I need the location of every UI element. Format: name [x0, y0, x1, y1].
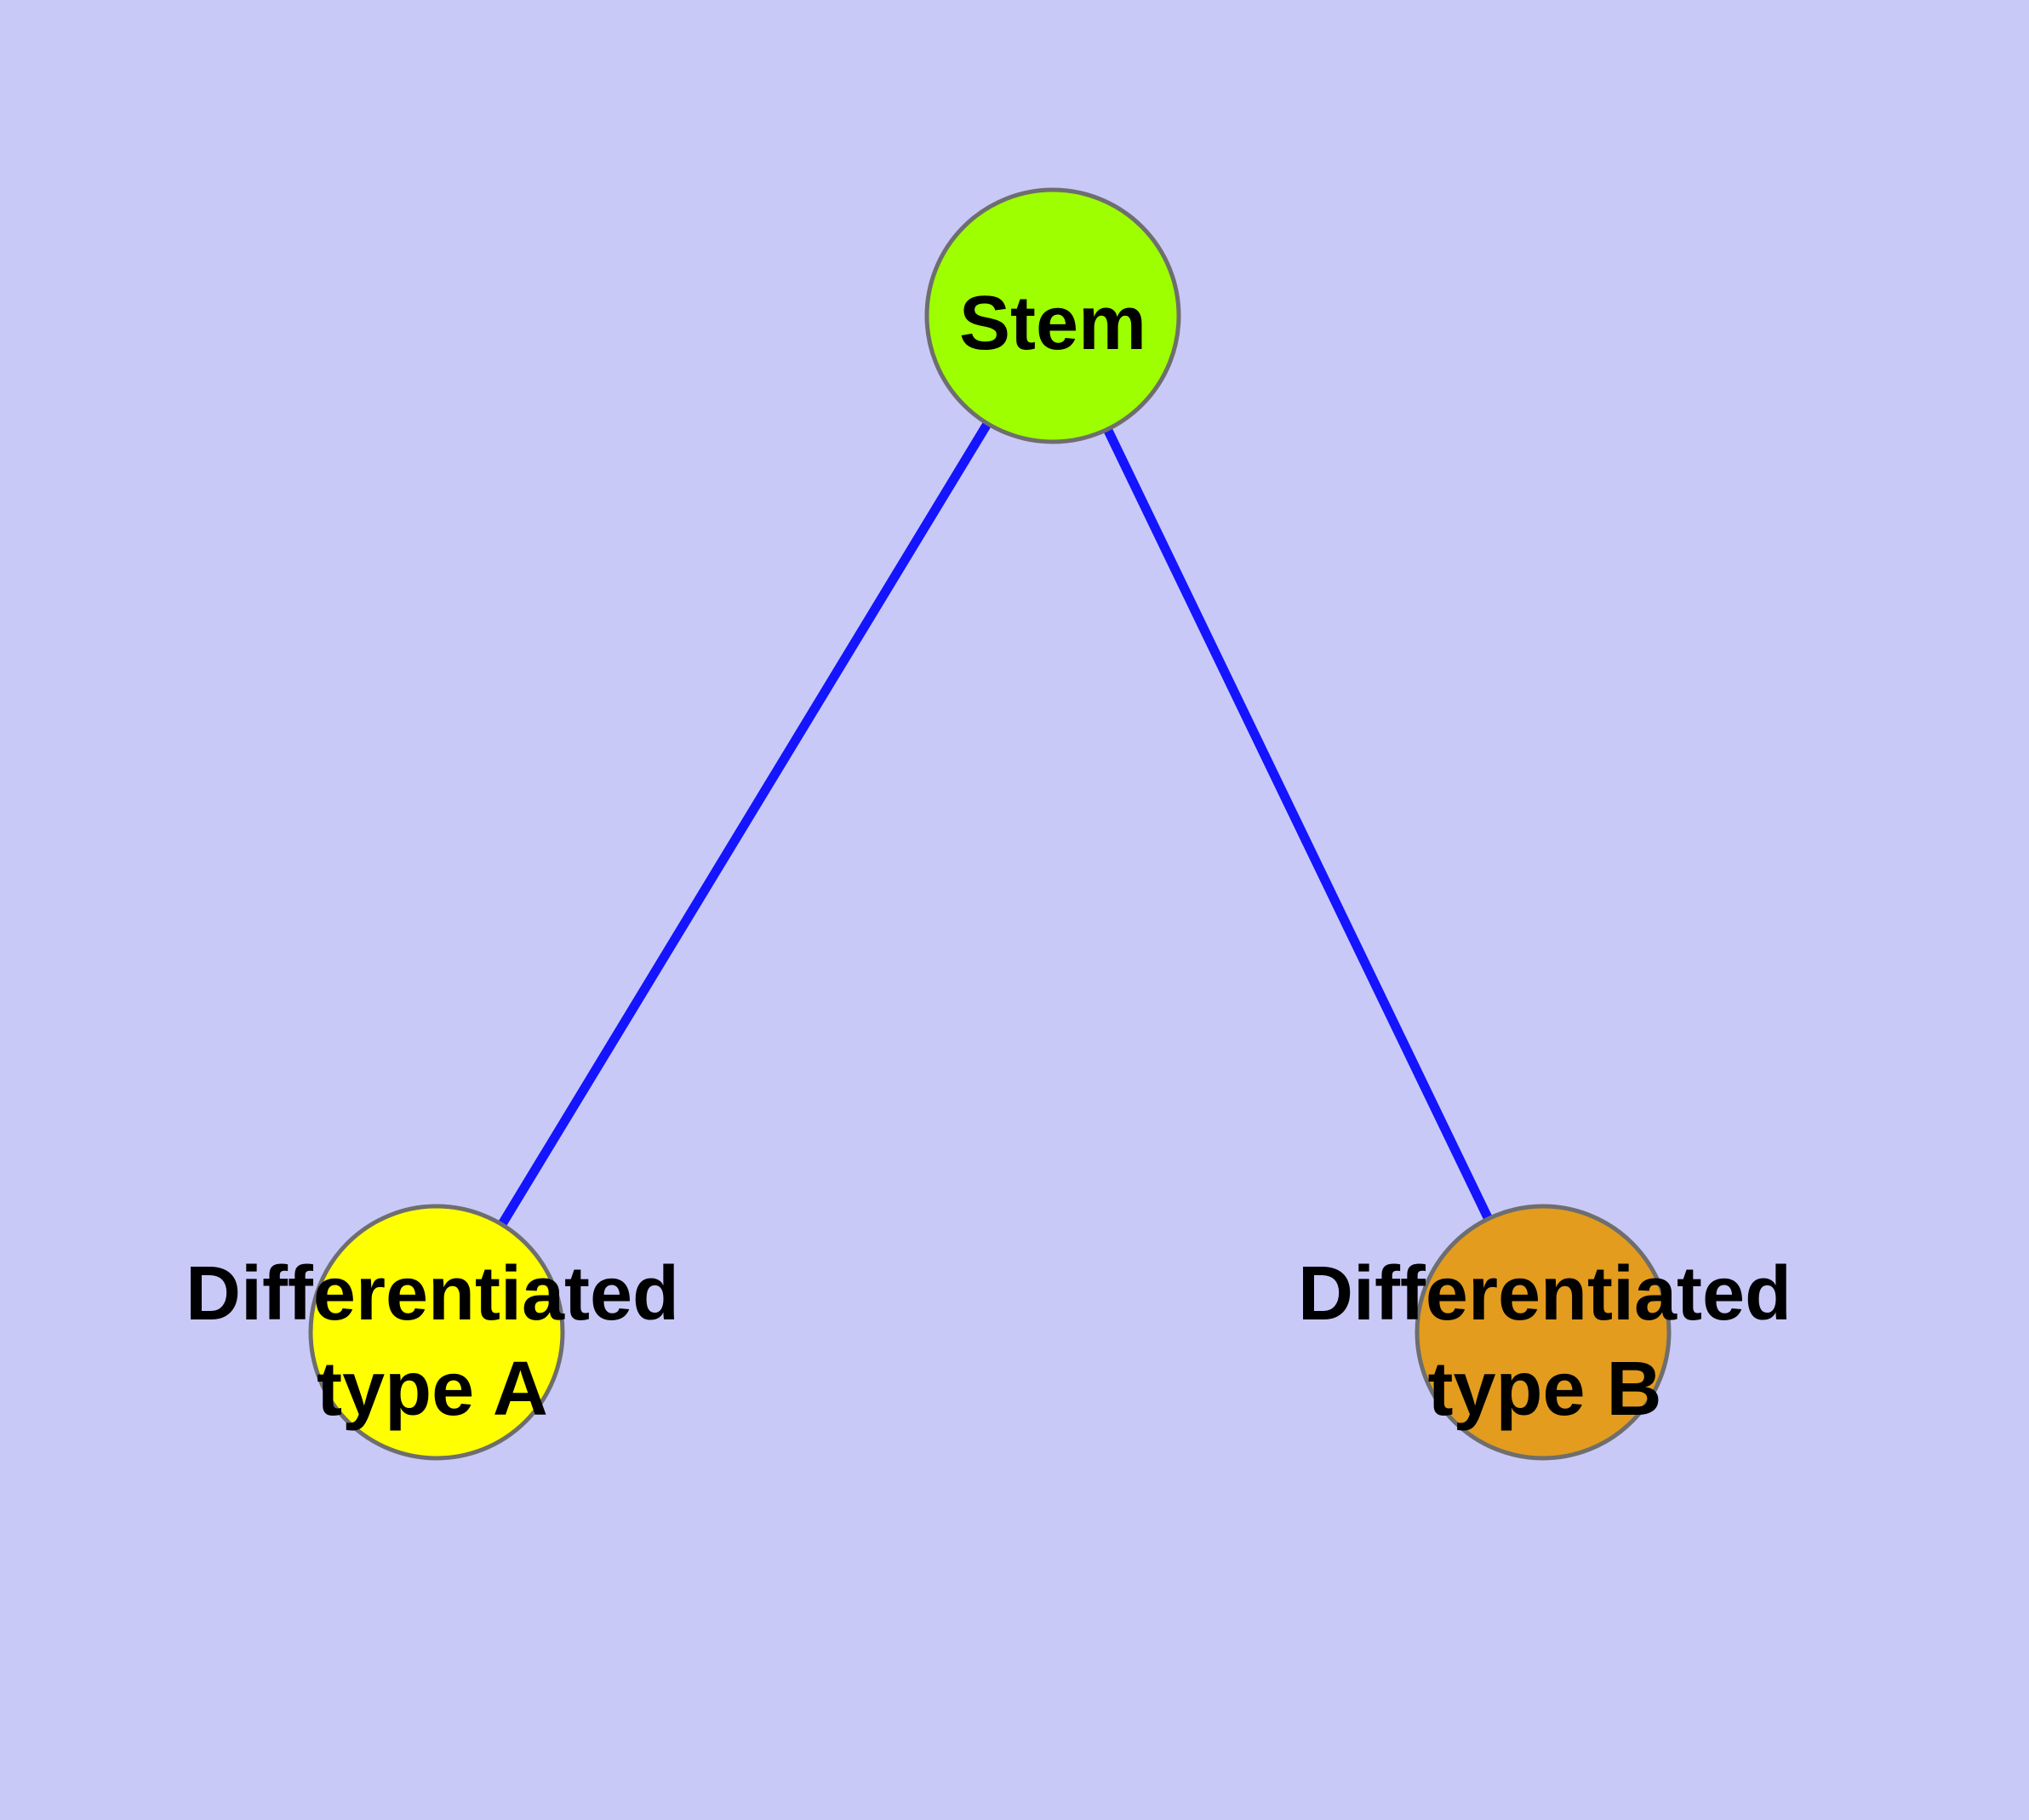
node-type-b-circle: [1415, 1204, 1672, 1461]
edge-stem-to-type-a: [432, 311, 1058, 1337]
edge-stem-to-type-b: [1048, 311, 1548, 1337]
node-type-b-label-line1: Differentiated: [1298, 1251, 1792, 1336]
node-type-b-label-line2: type B: [1427, 1347, 1661, 1432]
node-stem-circle: [924, 187, 1181, 444]
node-type-a-label-line2: type A: [317, 1347, 548, 1432]
node-stem-label: Stem: [959, 281, 1146, 366]
node-type-a-circle: [308, 1204, 565, 1461]
node-type-a-label-line1: Differentiated: [186, 1251, 679, 1336]
